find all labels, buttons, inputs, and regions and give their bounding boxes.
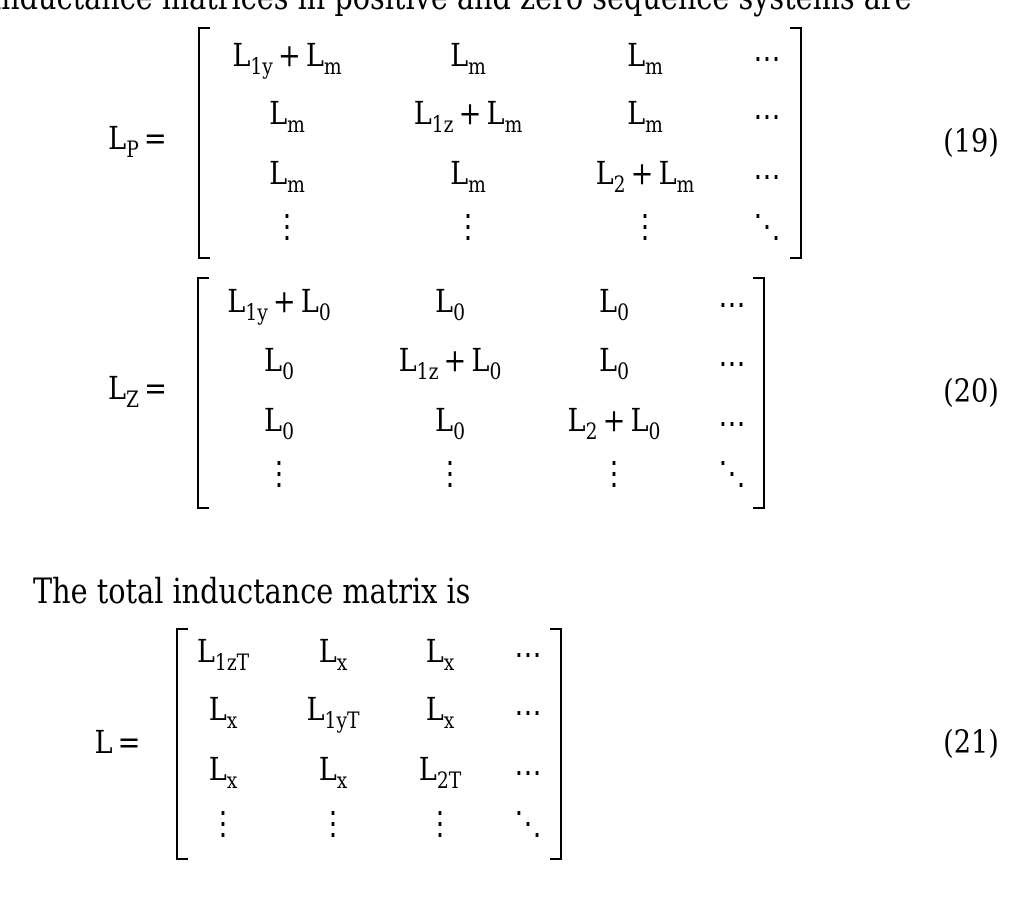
matrix-cell: L0 [599,341,629,385]
matrix-cell: L1y+L0 [227,282,331,326]
matrix-cell: ⋯ [718,344,746,382]
right-bracket [550,628,562,860]
matrix-cell: ⋯ [718,285,746,323]
matrix-cell: L1zT [196,632,250,676]
matrix-cell: Lm [450,36,486,80]
intro-text: inductance matrices in positive and zero… [0,0,912,18]
matrix-cell: Lm [627,94,663,138]
matrix-cell: ⋮ [600,454,628,492]
matrix-cell: ⋯ [753,157,781,195]
matrix-cell: L1y+Lm [232,36,342,80]
matrix-cell: L1yT [306,690,360,734]
matrix-cell: L1z+L0 [398,341,502,385]
matrix-cell: Lx [208,750,238,794]
matrix-cell: ⋮ [454,207,482,245]
matrix-cell: Lx [208,690,238,734]
equation-lhs: L= [94,723,141,761]
matrix-cell: ⋮ [273,207,301,245]
matrix-cell: Lx [318,632,348,676]
matrix-cell: Lm [450,154,486,198]
matrix-cell: L1z+Lm [413,94,523,138]
matrix-cell: L2+Lm [595,154,695,198]
matrix-cell: Lx [425,632,455,676]
matrix-cell: ⋮ [631,207,659,245]
left-bracket [197,277,209,509]
left-bracket [176,628,188,860]
left-bracket [198,27,210,259]
matrix-cell: ⋮ [209,804,237,842]
body-text: The total inductance matrix is [33,572,471,612]
matrix-cell: Lx [425,690,455,734]
matrix-cell: ⋯ [514,693,542,731]
matrix-cell: ⋮ [265,454,293,492]
matrix-cell: ⋯ [514,635,542,673]
matrix-cell: L0 [264,401,294,445]
equation-number: (21) [943,723,999,761]
matrix-cell: ⋮ [426,804,454,842]
right-bracket [753,277,765,509]
equation-number: (19) [943,122,999,160]
equation-lhs: LZ= [107,369,167,413]
matrix-cell: ⋮ [436,454,464,492]
matrix-cell: L2T [418,750,462,794]
matrix-cell: Lx [318,750,348,794]
right-bracket [790,27,802,259]
matrix-cell: L0 [435,401,465,445]
matrix-cell: ⋱ [718,454,746,492]
equation-lhs: LP= [108,119,167,163]
matrix-cell: L0 [435,282,465,326]
matrix-cell: Lm [269,94,305,138]
matrix-cell: Lm [627,36,663,80]
matrix-cell: ⋱ [753,207,781,245]
matrix-cell: ⋯ [753,97,781,135]
matrix-cell: ⋯ [718,404,746,442]
matrix-cell: ⋯ [514,753,542,791]
matrix-cell: ⋯ [753,39,781,77]
matrix-cell: ⋮ [319,804,347,842]
matrix-cell: L2+L0 [567,401,661,445]
matrix-cell: L0 [599,282,629,326]
equation-number: (20) [943,372,999,410]
matrix-cell: ⋱ [514,804,542,842]
matrix-cell: L0 [264,341,294,385]
matrix-cell: Lm [269,154,305,198]
